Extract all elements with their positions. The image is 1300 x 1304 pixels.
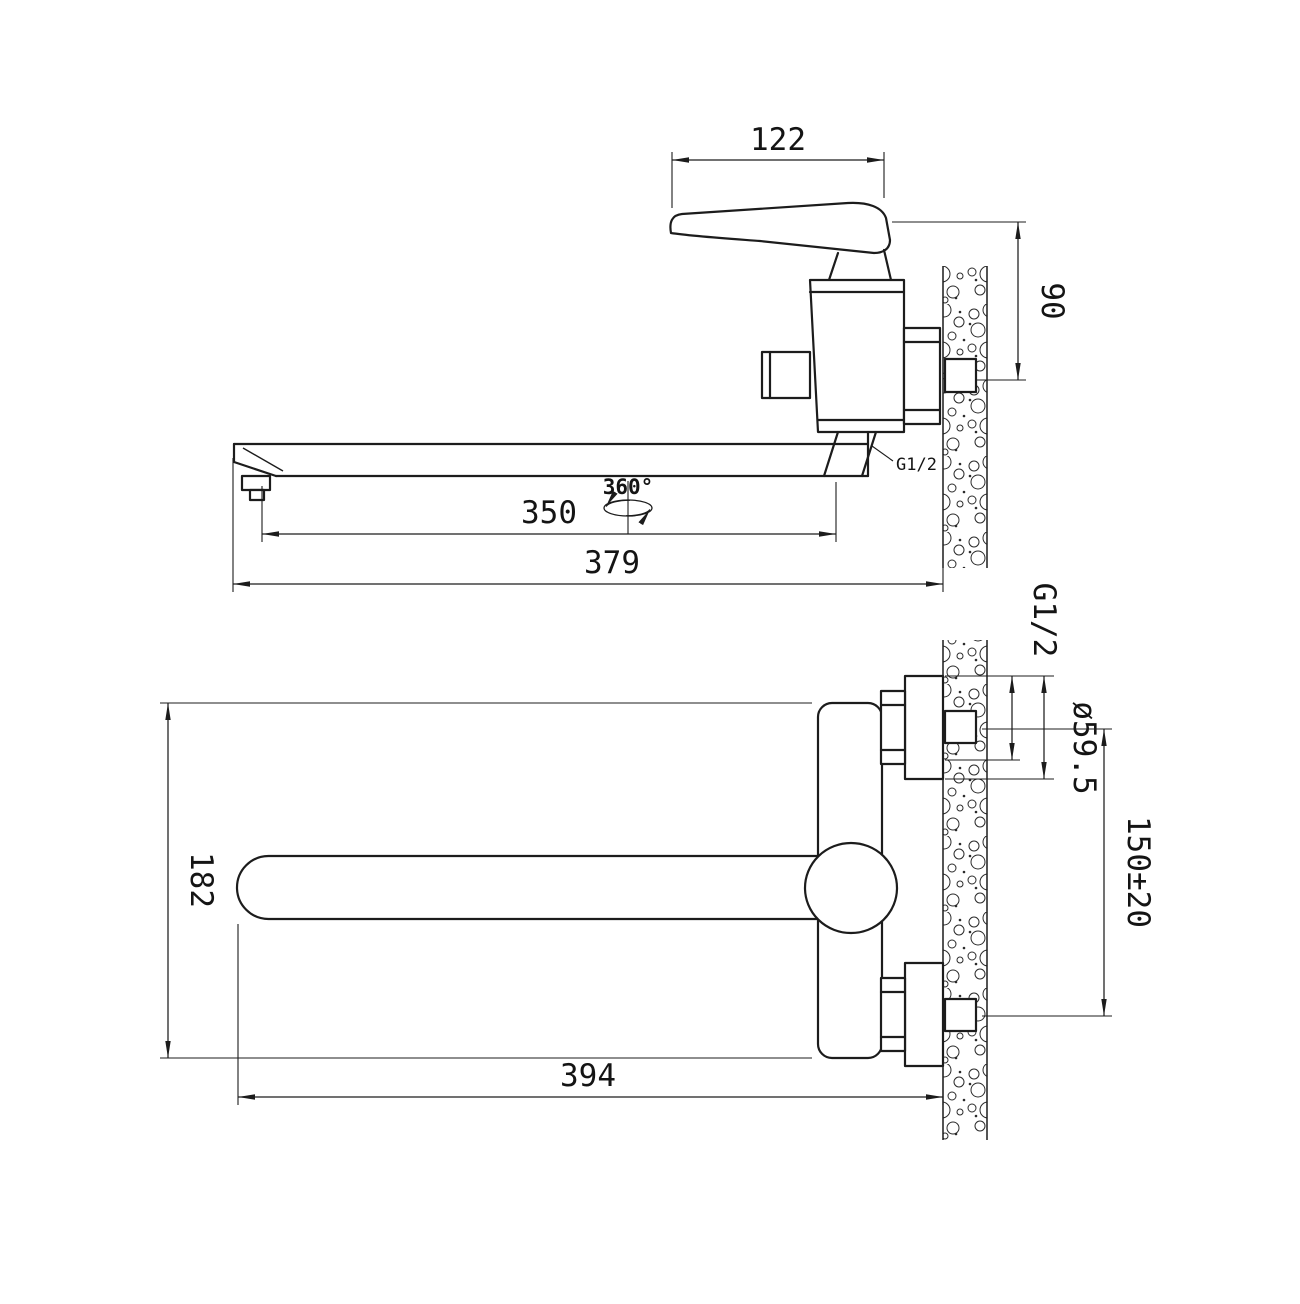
- spout-nut-right: [860, 430, 878, 478]
- handle-bar-plan: [235, 854, 852, 921]
- handle-knob-plan: [803, 841, 899, 935]
- dim-handle-length: 122: [671, 122, 885, 208]
- handle-lever-side: [669, 201, 892, 255]
- body-side: [808, 278, 906, 434]
- spout-nut-left: [822, 430, 840, 478]
- wall-socket-square-side: [943, 357, 978, 394]
- dim-mount-span: 150±20: [982, 728, 1156, 1017]
- dim-122-label: 122: [750, 122, 806, 158]
- aerator-housing: [240, 474, 272, 492]
- wall-hatch-side: [943, 266, 987, 568]
- dim-total-length: 394: [237, 924, 944, 1105]
- dim-350-label: 350: [521, 495, 577, 531]
- dim-59-label: ø59.5: [1066, 701, 1102, 794]
- wall-socket-square-bottom: [943, 997, 978, 1033]
- swivel-arrow-left: [605, 490, 631, 507]
- handle-neck-left: [827, 251, 840, 282]
- thread-label-plan: G1/2: [1026, 583, 1062, 658]
- swivel-arrow-right: [625, 509, 651, 526]
- thread-leader-side: [871, 445, 894, 462]
- dim-150-label: 150±20: [1120, 816, 1156, 928]
- faucet-side-profile: G1/2: [232, 201, 942, 502]
- dim-body-depth: 182: [160, 702, 812, 1059]
- wall-section-side: [942, 266, 988, 568]
- wall-fitting-side: [902, 326, 942, 426]
- spout-tip-inner-line: [242, 447, 284, 472]
- inlet-fitting-top: [903, 674, 945, 781]
- dim-flange-diameter: ø59.5: [945, 676, 1102, 795]
- inlet-nut-bottom: [879, 976, 907, 1053]
- dim-182-label: 182: [183, 852, 219, 908]
- dim-394-label: 394: [560, 1058, 616, 1094]
- dim-90-label: 90: [1034, 282, 1070, 319]
- spout-side: [232, 430, 878, 502]
- aerator-outlet: [248, 488, 266, 502]
- plan-view: 182 394 G1/2 ø59.5 150±20: [160, 583, 1156, 1140]
- dim-spout-reach: 350: [261, 482, 837, 542]
- dim-handle-height: 90: [892, 221, 1070, 381]
- spout-tip-chamfer: [232, 460, 278, 478]
- inlet-fitting-bottom: [903, 961, 945, 1068]
- handle-neck-right: [882, 248, 893, 282]
- dim-total-reach: 379: [232, 458, 944, 592]
- dim-379-label: 379: [584, 545, 640, 581]
- side-view: G1/2 360° 122 90 350: [232, 122, 1070, 592]
- thread-label-side: G1/2: [896, 455, 937, 475]
- faucet-plan-profile: [235, 674, 978, 1068]
- inlet-nut-top: [879, 689, 907, 766]
- wall-socket-square-top: [943, 709, 978, 745]
- dim-thread-plan: G1/2: [945, 583, 1062, 761]
- swivel-symbol: 360°: [603, 475, 653, 534]
